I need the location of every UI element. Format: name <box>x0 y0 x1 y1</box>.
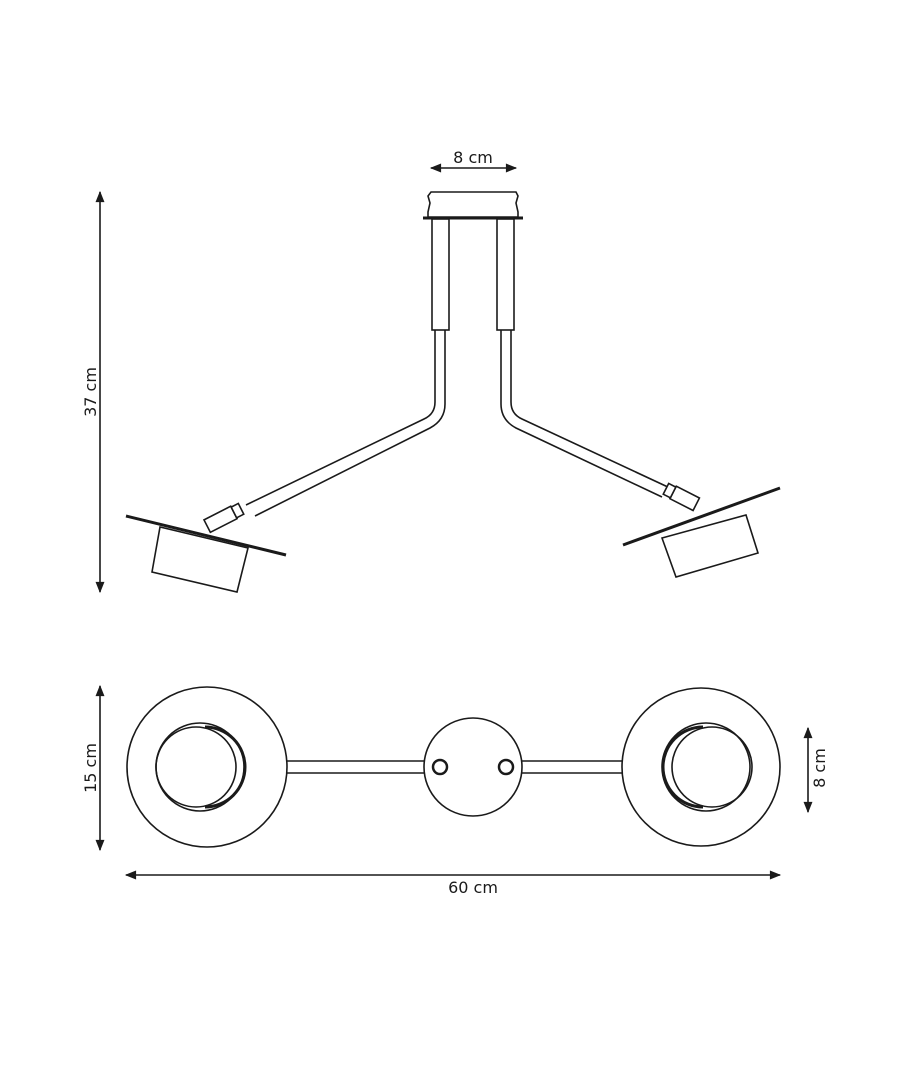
left-shade-shadow <box>204 725 247 809</box>
canopy-width-label: 8 cm <box>453 148 493 167</box>
right-shade-shadow <box>661 725 704 809</box>
right-joint <box>662 482 701 512</box>
left-rod-sleeve <box>431 218 450 331</box>
shade-diameter-label: 8 cm <box>810 748 829 788</box>
right-rod-hole <box>497 758 515 776</box>
top-view: 15 cm 8 cm 60 cm <box>81 684 829 897</box>
height-label: 37 cm <box>81 367 100 417</box>
left-shade-inner <box>155 726 237 808</box>
right-shade-disc <box>622 486 781 547</box>
right-shade-cylinder <box>660 514 760 578</box>
canopy <box>427 191 519 218</box>
right-rod-sleeve <box>496 218 515 331</box>
left-arm <box>245 330 446 517</box>
right-connecting-rod <box>508 760 622 774</box>
depth-label: 15 cm <box>81 743 100 793</box>
right-arm <box>500 330 671 498</box>
width-label: 60 cm <box>448 878 498 897</box>
left-shade-disc-top <box>126 686 288 848</box>
right-shade-disc-top <box>621 687 781 847</box>
left-connecting-rod <box>287 760 438 774</box>
front-view: 8 cm 37 cm <box>81 148 781 594</box>
canopy-top <box>423 717 523 817</box>
left-shade-disc <box>125 514 287 557</box>
left-rod-hole <box>431 758 449 776</box>
left-shade-cylinder <box>151 526 249 593</box>
right-shade-inner <box>671 726 753 808</box>
left-joint <box>202 502 245 534</box>
